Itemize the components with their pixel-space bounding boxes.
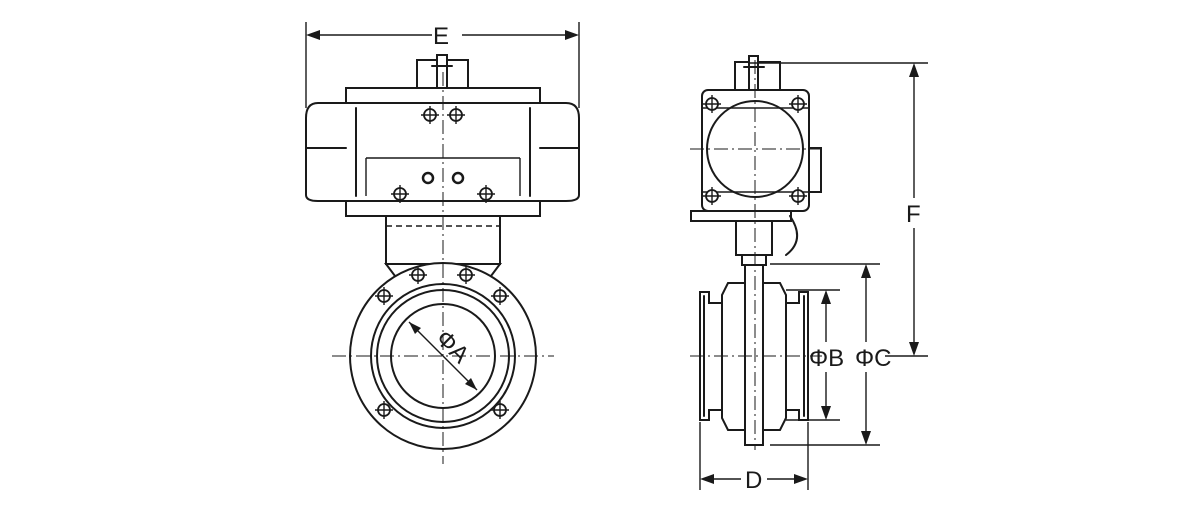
bolt-icon [789, 95, 807, 113]
label-c: ΦC [855, 345, 891, 372]
label-f: F [906, 201, 921, 228]
side-bolts [703, 95, 807, 205]
bolt-icon [703, 187, 721, 205]
side-bracket [690, 210, 798, 266]
side-actuator-stem [734, 55, 928, 91]
dimension-b [786, 289, 840, 421]
side-valve-body [699, 264, 809, 446]
dimension-f: F [885, 63, 928, 357]
bolt-icon [391, 185, 409, 203]
screw-icon [451, 171, 465, 185]
front-bolts [375, 106, 509, 419]
bolt-icon [491, 287, 509, 305]
label-b: ΦB [809, 345, 844, 372]
front-view: E [305, 22, 580, 464]
bolt-icon [375, 401, 393, 419]
bolt-icon [477, 185, 495, 203]
bolt-icon [421, 106, 439, 124]
screw-icon [421, 171, 435, 185]
bolt-icon [375, 287, 393, 305]
label-d: D [745, 467, 762, 494]
dimension-e: E [305, 22, 580, 108]
bolt-icon [491, 401, 509, 419]
bolt-icon [409, 266, 427, 284]
dimension-c [770, 263, 880, 446]
label-e: E [433, 23, 449, 50]
bolt-icon [789, 187, 807, 205]
bolt-icon [447, 106, 465, 124]
bolt-icon [457, 266, 475, 284]
dimension-d: D [699, 422, 809, 494]
bolt-icon [703, 95, 721, 113]
side-view: ΦB ΦC D F [690, 55, 928, 494]
